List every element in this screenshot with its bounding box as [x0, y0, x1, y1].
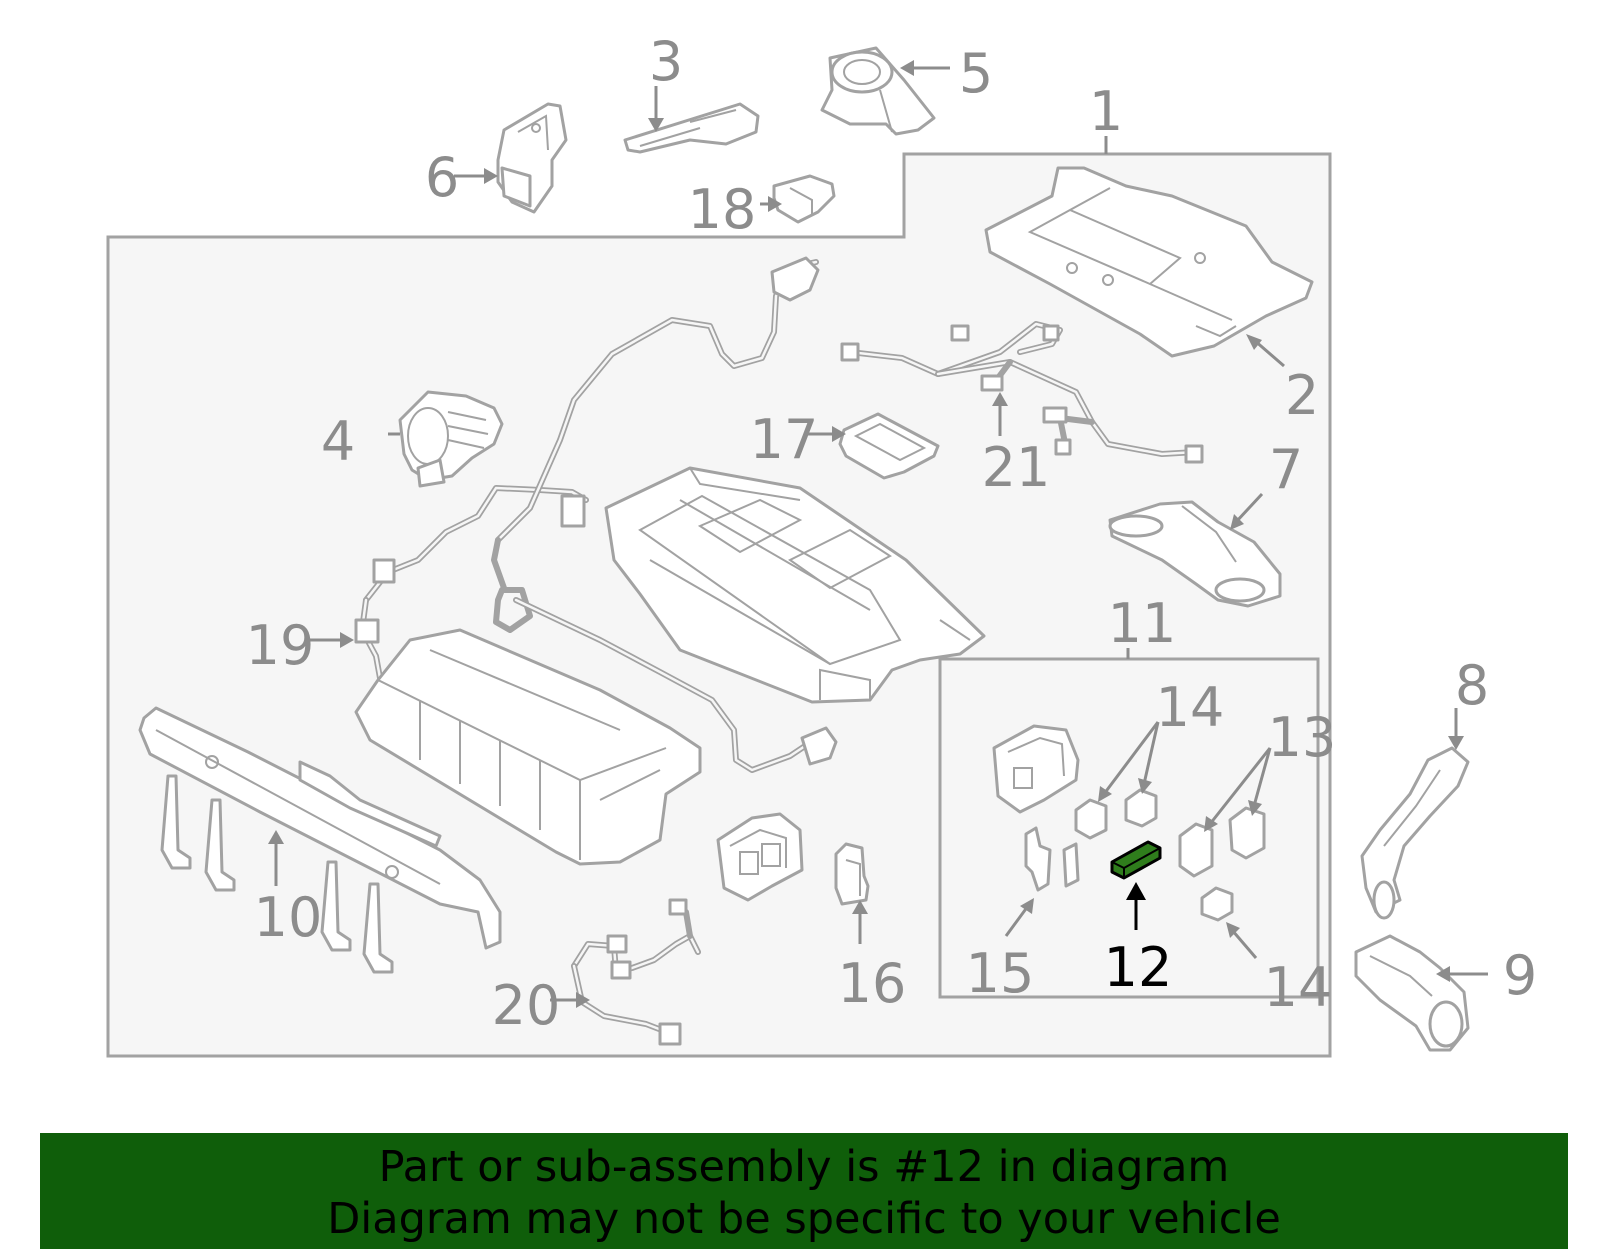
- callout-14-lower: 14: [1264, 956, 1333, 1019]
- part-5-blower[interactable]: [820, 46, 936, 136]
- part-12-fuse-highlighted[interactable]: [1110, 840, 1162, 880]
- part-17-module[interactable]: [838, 412, 940, 480]
- parts-diagram: 1 2 3 4 5 6 7 8 9 10 11 12 13 14 14 15 1…: [106, 30, 1538, 1058]
- callout-10: 10: [254, 886, 323, 949]
- part-9-duct[interactable]: [1354, 934, 1470, 1052]
- callout-20: 20: [492, 974, 561, 1037]
- banner-line-2: Diagram may not be specific to your vehi…: [327, 1194, 1281, 1244]
- part-14-relay-upper[interactable]: [1074, 788, 1158, 840]
- part-15-terminal[interactable]: [1024, 826, 1080, 892]
- part-18-cover[interactable]: [772, 174, 836, 224]
- part-4-sensor[interactable]: [398, 390, 504, 488]
- junction-block[interactable]: [992, 724, 1080, 814]
- callout-2: 2: [1285, 364, 1319, 427]
- callout-5: 5: [959, 42, 993, 105]
- part-21-harness[interactable]: [840, 321, 1204, 464]
- callout-19: 19: [246, 614, 315, 677]
- callout-17: 17: [750, 408, 819, 471]
- leader-lines: [268, 60, 1488, 1008]
- part-19-harness[interactable]: [354, 256, 838, 773]
- callout-11: 11: [1108, 592, 1177, 655]
- callout-8: 8: [1455, 654, 1489, 717]
- callout-7: 7: [1269, 438, 1303, 501]
- callout-21: 21: [982, 436, 1051, 499]
- part-2-tray[interactable]: [984, 166, 1314, 358]
- part-6-duct[interactable]: [496, 102, 568, 214]
- subassembly-11-contents: [992, 724, 1266, 922]
- callout-9: 9: [1503, 944, 1537, 1007]
- banner-line-1: Part or sub-assembly is #12 in diagram: [378, 1142, 1230, 1192]
- callout-12: 12: [1104, 936, 1173, 999]
- callout-16: 16: [838, 952, 907, 1015]
- callout-13: 13: [1268, 706, 1337, 769]
- part-10-crossmember[interactable]: [138, 706, 502, 974]
- upper-battery-module[interactable]: [604, 466, 986, 704]
- part-16-fuse[interactable]: [834, 842, 870, 906]
- part-20-harness[interactable]: [571, 898, 701, 1046]
- callout-1: 1: [1089, 80, 1123, 143]
- callout-3: 3: [649, 30, 683, 93]
- part-7-duct[interactable]: [1108, 500, 1282, 608]
- part-14-relay-lower[interactable]: [1200, 886, 1234, 922]
- callout-labels: 1 2 3 4 5 6 7 8 9 10 11 12 13 14 14 15 1…: [246, 30, 1538, 1037]
- callout-15: 15: [966, 942, 1035, 1005]
- part-8-duct[interactable]: [1360, 746, 1470, 920]
- info-banner: Part or sub-assembly is #12 in diagram D…: [40, 1133, 1568, 1249]
- callout-18: 18: [688, 178, 757, 241]
- part-3-bracket[interactable]: [623, 102, 760, 154]
- callout-6: 6: [425, 146, 459, 209]
- lower-battery-module[interactable]: [354, 628, 702, 866]
- part-13-relay[interactable]: [1178, 806, 1266, 878]
- callout-14-upper: 14: [1156, 676, 1225, 739]
- callout-4: 4: [321, 410, 355, 473]
- relay-block[interactable]: [716, 812, 804, 902]
